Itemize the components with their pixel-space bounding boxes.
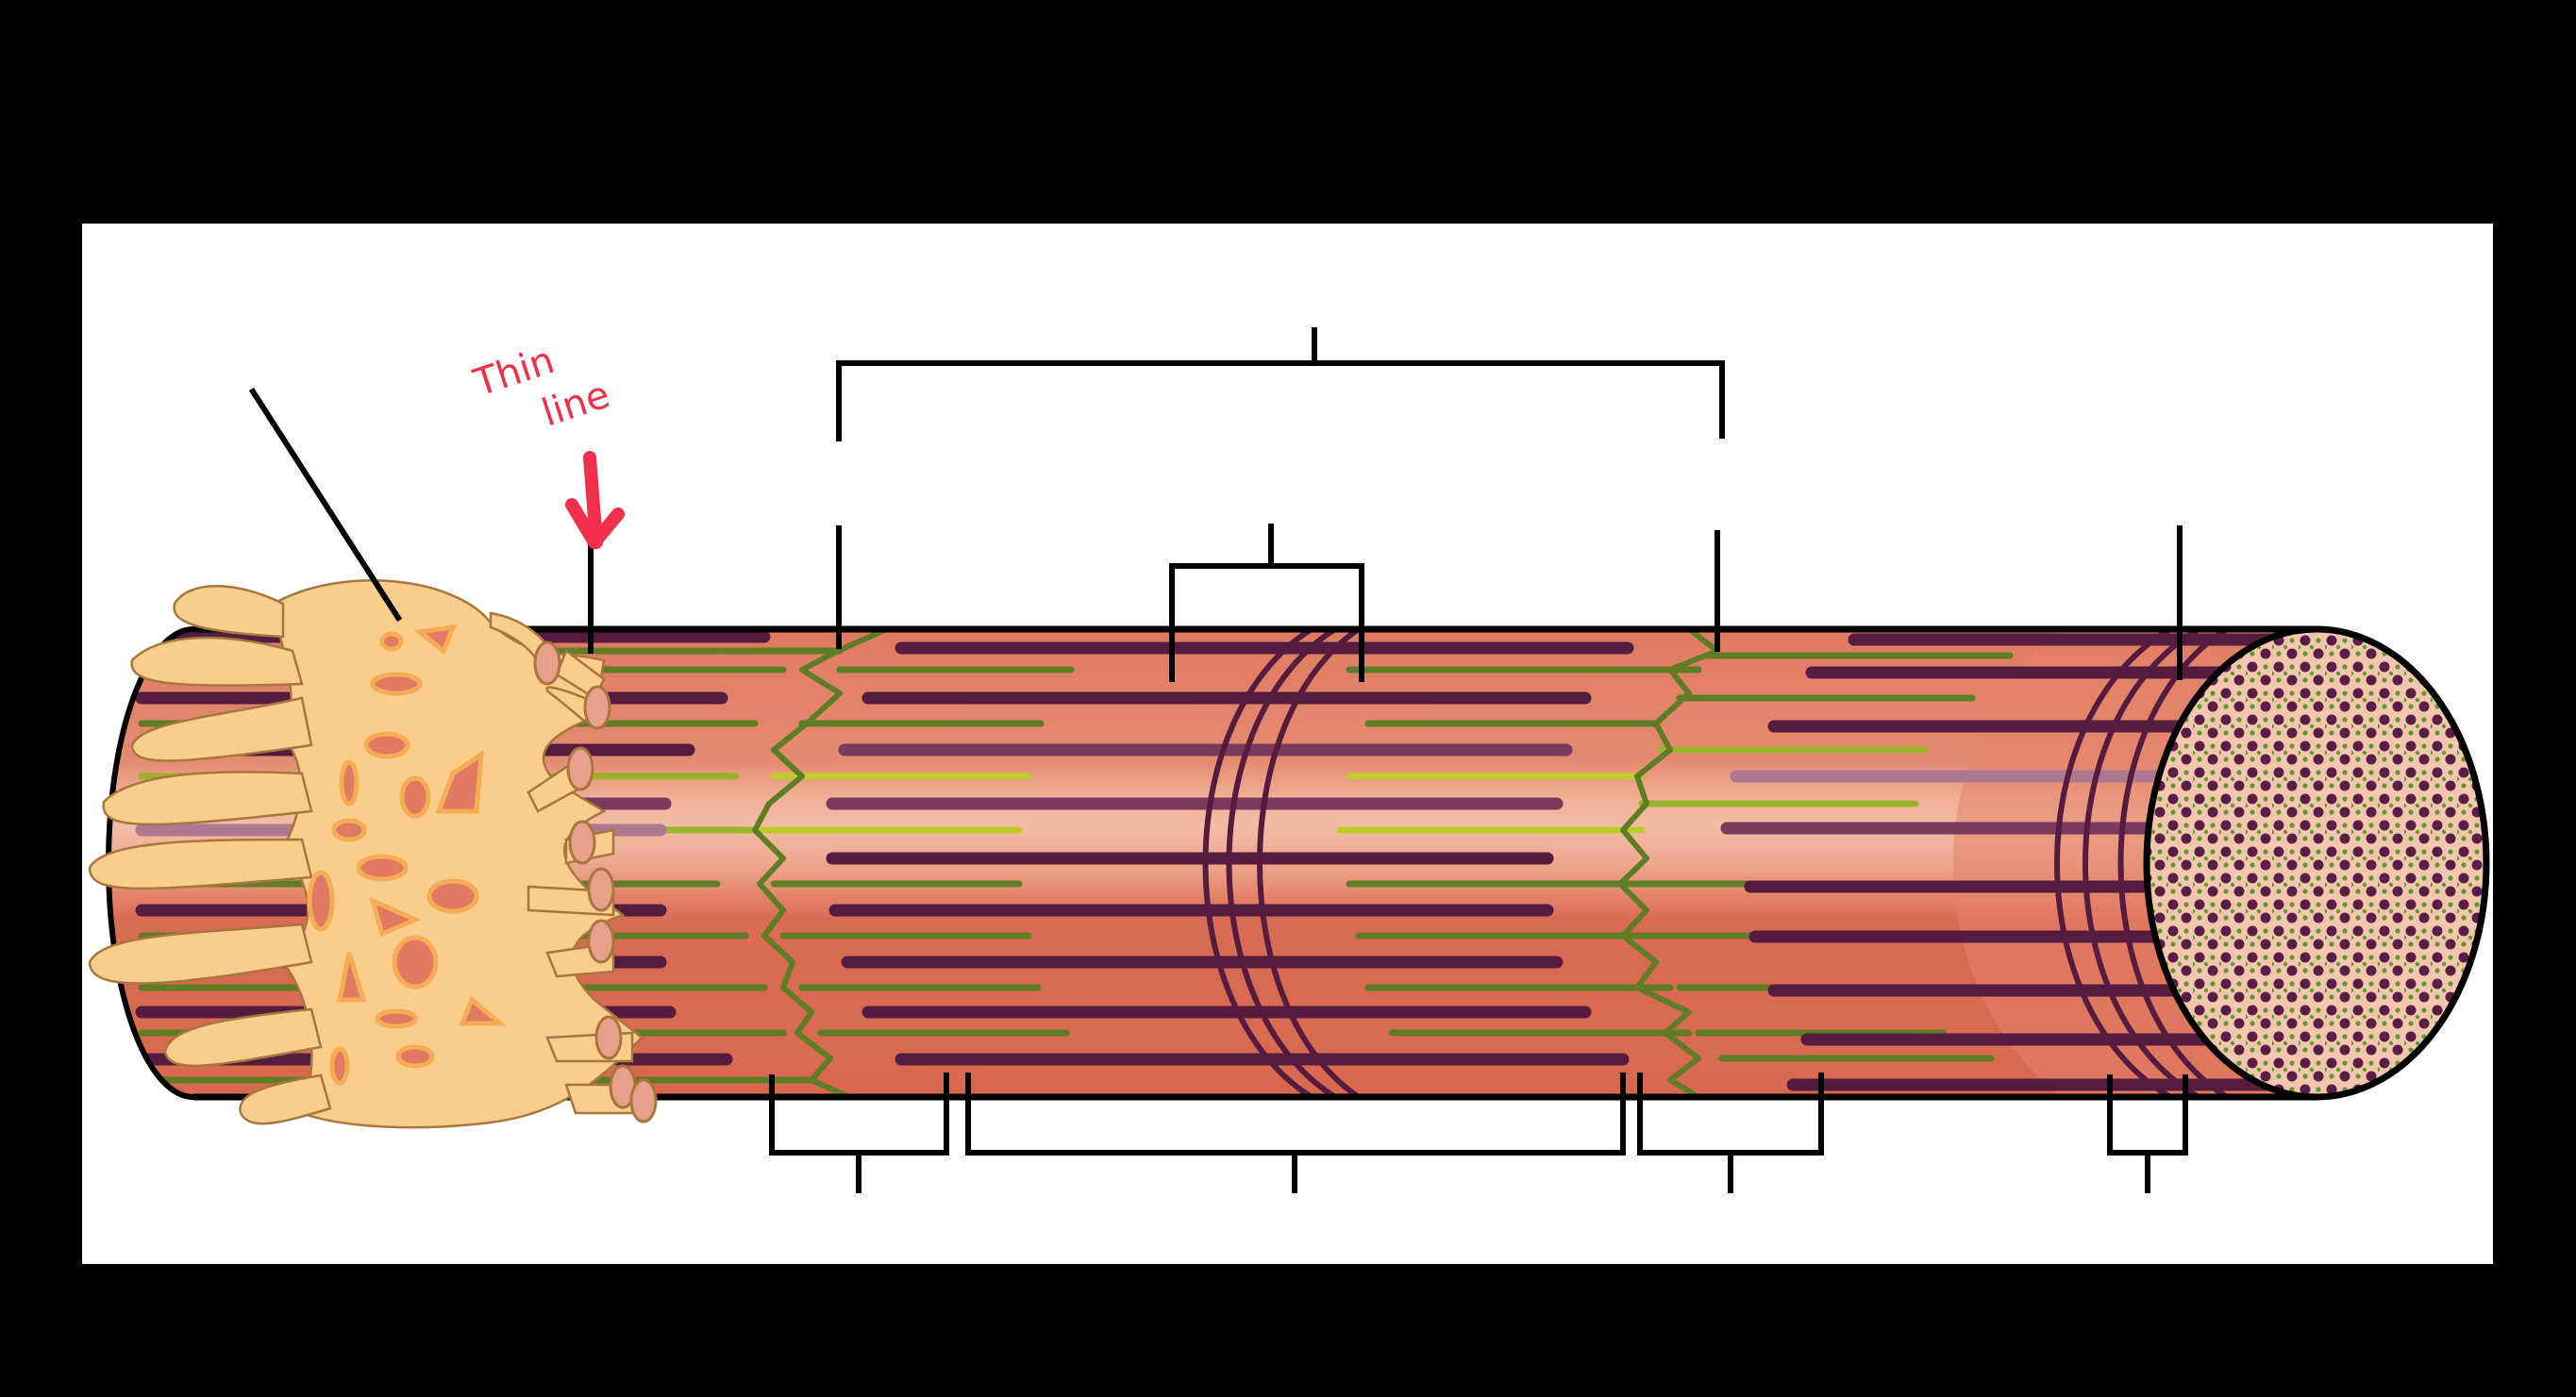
bracket-sarcomere — [836, 360, 1725, 441]
sarcoplasmic-reticulum — [88, 579, 653, 1129]
handwritten-annotation: Thin line — [468, 339, 625, 549]
tubule-openings — [533, 640, 658, 1123]
down-arrow-icon — [565, 451, 625, 549]
z-disc-right — [1617, 629, 1720, 1097]
leader-sarcoplasmic-reticulum — [248, 387, 403, 623]
z-disc-left — [752, 629, 889, 1097]
leader-lines — [248, 327, 2188, 1193]
bracket-h-zone — [1169, 563, 1364, 682]
cross-section-end — [2143, 625, 2490, 1101]
m-line-arcs-middle — [1202, 629, 1361, 1097]
m-line-arcs-right — [2054, 629, 2229, 1097]
sr-mesh-holes — [307, 624, 507, 1086]
